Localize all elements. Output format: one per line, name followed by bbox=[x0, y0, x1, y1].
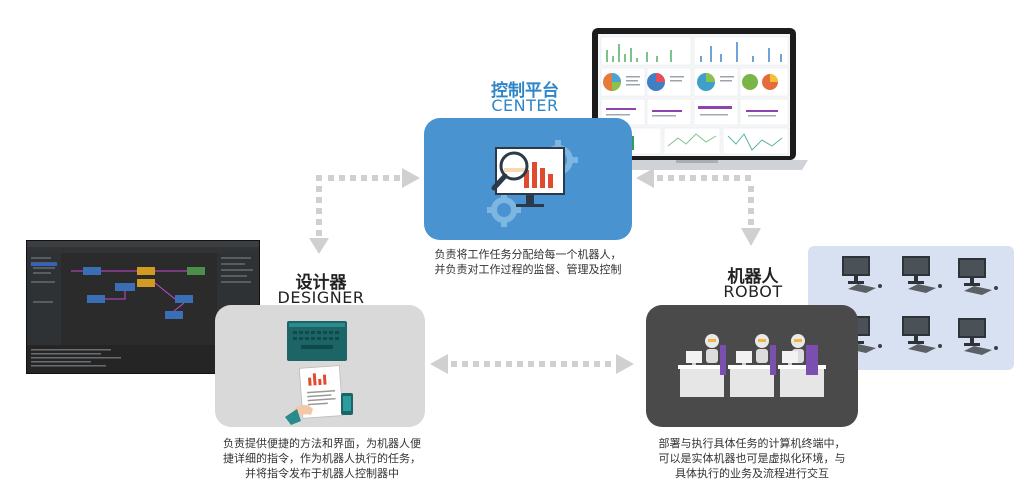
arrow-designer-robot bbox=[430, 354, 634, 374]
designer-title-en: DESIGNER bbox=[277, 288, 365, 307]
robot-desc-line2: 可以是实体机器也可是虚拟化环境，与 bbox=[658, 452, 846, 465]
robot-box bbox=[646, 305, 858, 427]
designer-desc-line2: 捷详细的指令，作为机器人执行的任务， bbox=[223, 452, 421, 465]
monitor-analytics-icon bbox=[487, 140, 578, 227]
center-title-en: CENTER bbox=[491, 96, 559, 115]
designer-desc-line3: 并将指令发布于机器人控制器中 bbox=[245, 467, 399, 480]
designer-description: 负责提供便捷的方法和界面，为机器人便 捷详细的指令，作为机器人执行的任务， 并将… bbox=[206, 436, 438, 481]
center-description: 负责将工作任务分配给每一个机器人， 并负责对工作过程的监督、管理及控制 bbox=[412, 247, 644, 277]
center-desc-line1: 负责将工作任务分配给每一个机器人， bbox=[434, 248, 622, 261]
laptop-document-icon bbox=[285, 321, 353, 425]
designer-desc-line1: 负责提供便捷的方法和界面，为机器人便 bbox=[223, 437, 421, 450]
designer-box bbox=[215, 305, 425, 427]
robot-description: 部署与执行具体任务的计算机终端中， 可以是实体机器也可是虚拟化环境，与 具体执行… bbox=[636, 436, 868, 481]
arrow-designer-center bbox=[309, 168, 420, 254]
arrow-center-robot bbox=[636, 168, 761, 246]
robot-desc-line1: 部署与执行具体任务的计算机终端中， bbox=[658, 437, 846, 450]
robot-desc-line3: 具体执行的业务及流程进行交互 bbox=[675, 467, 829, 480]
center-desc-line2: 并负责对工作过程的监督、管理及控制 bbox=[434, 263, 622, 276]
center-title-cn: 控制平台 bbox=[491, 81, 559, 101]
center-box bbox=[424, 118, 632, 240]
robot-title-en: ROBOT bbox=[723, 282, 783, 301]
designer-title-cn: 设计器 bbox=[295, 273, 347, 293]
dashboard-laptop bbox=[586, 26, 808, 176]
robots-at-desks-icon bbox=[678, 334, 826, 397]
robot-title-cn: 机器人 bbox=[727, 267, 779, 287]
